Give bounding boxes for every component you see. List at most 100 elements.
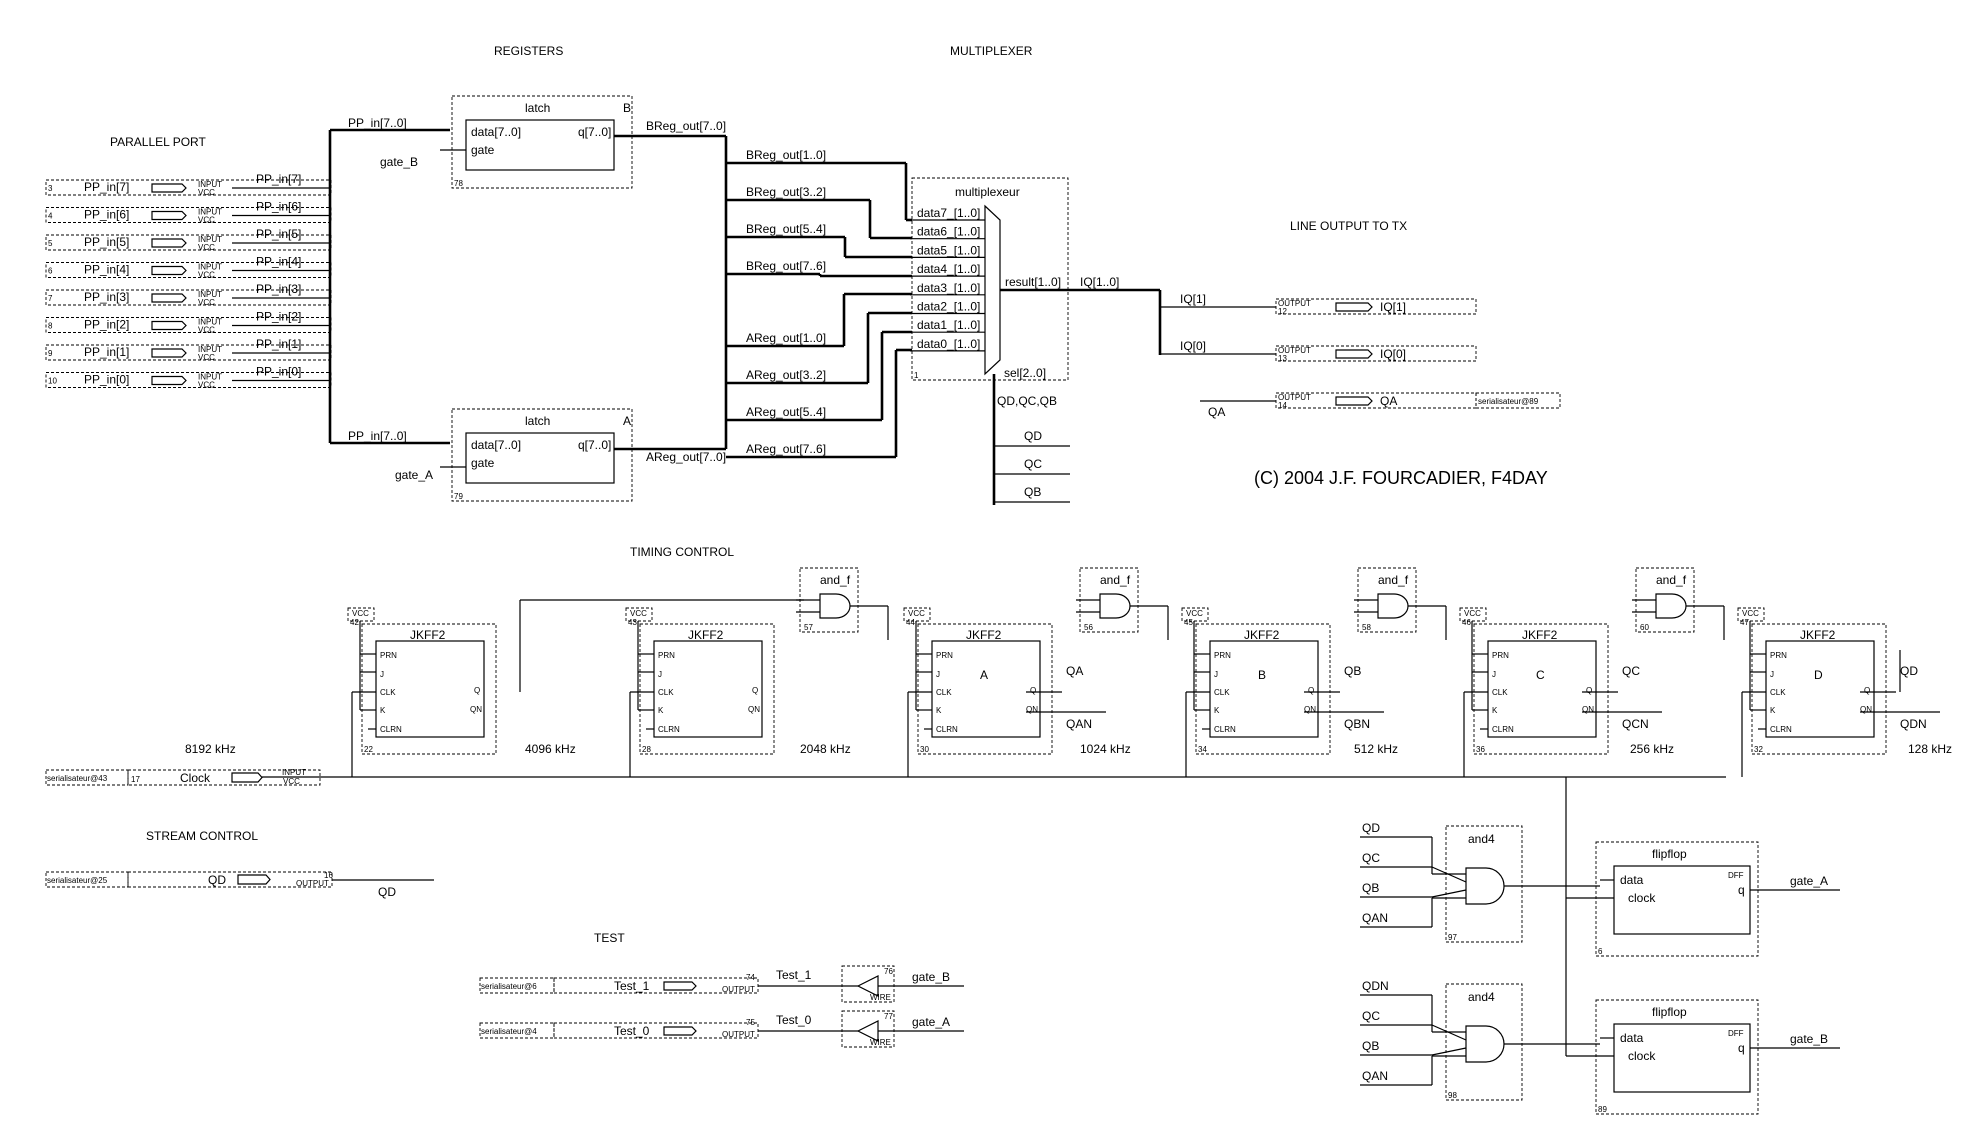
stream-pin: 16 [324, 871, 333, 880]
test-wire-label: Test_1 [776, 968, 812, 982]
output-arrow-icon [1335, 396, 1373, 406]
stream-ref: serialisateur@25 [47, 876, 108, 885]
jkff-k-pin: K [380, 706, 386, 715]
jkff-j-pin: J [658, 670, 662, 679]
pp-vcc-tag: VCC [198, 298, 215, 307]
jkff-prn-pin: PRN [1214, 651, 1231, 660]
jkff-k-pin: K [1492, 706, 1498, 715]
clock-pin: 17 [131, 775, 140, 784]
pp-wire-label: PP_in[2] [256, 310, 301, 324]
and-f-gate-0[interactable]: and_f57 [799, 567, 859, 633]
and-gate-icon [1377, 593, 1409, 619]
jkff-j-pin: J [936, 670, 940, 679]
test-out-label: gate_B [912, 970, 950, 984]
pp-pin-number: 9 [48, 349, 53, 358]
pp-input-tag: INPUT [198, 208, 222, 217]
output-tag: OUTPUT [1278, 346, 1311, 355]
jkff-num: 34 [1198, 745, 1207, 754]
breg-tap-label: BReg_out[5..4] [746, 222, 826, 236]
qa-wire-label: QA [1208, 405, 1225, 419]
jkff-q-pin: Q [1586, 686, 1592, 695]
latch-b-corner: B [623, 101, 631, 115]
test-arrow-icon [663, 1026, 697, 1036]
test-output-tag: OUTPUT [722, 1030, 755, 1039]
jkff-j-pin: J [1492, 670, 1496, 679]
latch-a[interactable]: latch A data[7..0] gate q[7..0] 79 [451, 408, 633, 502]
mux-input-label: data3_[1..0] [917, 281, 980, 295]
mux-input-label: data4_[1..0] [917, 262, 980, 276]
dff-clock-pin: clock [1628, 891, 1656, 905]
and4-input-label: QC [1362, 851, 1380, 865]
dff-q-pin: q [1738, 1041, 1745, 1055]
jkff-label: C [1536, 668, 1545, 682]
clock-name: Clock [180, 771, 211, 785]
and4-input-label: QAN [1362, 911, 1388, 925]
latch-a-corner: A [623, 414, 631, 428]
dff-title: flipflop [1652, 847, 1687, 861]
wire-num: 77 [884, 1012, 893, 1021]
jkff-prn-pin: PRN [1492, 651, 1509, 660]
jkff-q-pin: Q [752, 686, 758, 695]
test-pin: 75 [746, 1018, 755, 1027]
pp-wire-label: PP_in[0] [256, 365, 301, 379]
and-f-title: and_f [820, 573, 851, 587]
output-pin: 14 [1278, 401, 1287, 410]
stream-output[interactable]: serialisateur@25 QD OUTPUT 16 [45, 871, 333, 888]
output-pin: 13 [1278, 354, 1287, 363]
pp-input-tag: INPUT [198, 235, 222, 244]
jkff-qn-pin: QN [1860, 705, 1872, 714]
pp-pin-arrow-icon [151, 348, 187, 358]
multiplexer-block[interactable]: multiplexeur result[1..0] sel[2..0] 1 [911, 177, 1069, 381]
pp-pin-arrow-icon [151, 210, 187, 221]
jkff-num: 28 [642, 745, 651, 754]
latch-b[interactable]: latch B data[7..0] gate q[7..0] 78 [451, 95, 633, 189]
register-taps: BReg_out[1..0]BReg_out[3..2]BReg_out[5..… [726, 148, 906, 459]
section-test: TEST [594, 931, 625, 945]
wire-num: 76 [884, 967, 893, 976]
dff-num: 6 [1598, 947, 1603, 956]
stream-name: QD [208, 873, 226, 887]
and-f-gate-2[interactable]: and_f58 [1357, 567, 1417, 633]
areg-tap-label: AReg_out[1..0] [746, 331, 826, 345]
latch-a-q-pin: q[7..0] [578, 438, 611, 452]
jkff-clk-pin: CLK [1770, 688, 1786, 697]
and-f-gate-3[interactable]: and_f60 [1635, 567, 1695, 633]
decode-logic: and497QDQCQBQANand498QDNQCQBQANflipflopD… [1360, 777, 1840, 1115]
vcc-num: 46 [1462, 618, 1471, 627]
output-pin: 12 [1278, 307, 1287, 316]
dff-data-pin: data [1620, 873, 1644, 887]
pp-vcc-tag: VCC [198, 216, 215, 225]
dff-clock-pin: clock [1628, 1049, 1656, 1063]
pp-input-tag: INPUT [198, 290, 222, 299]
pp-input-tag: INPUT [198, 263, 222, 272]
and4-input-label: QAN [1362, 1069, 1388, 1083]
pp-bus-label-b: PP_in[7..0] [348, 116, 407, 130]
and-f-gate-1[interactable]: and_f56 [1079, 567, 1139, 633]
latch-a-title: latch [525, 414, 550, 428]
clock-input[interactable]: serialisateur@43 17 Clock INPUT VCC [45, 768, 321, 786]
section-registers: REGISTERS [494, 44, 563, 58]
pp-pin-name: PP_in[3] [84, 290, 129, 304]
output-name: IQ[0] [1380, 347, 1406, 361]
